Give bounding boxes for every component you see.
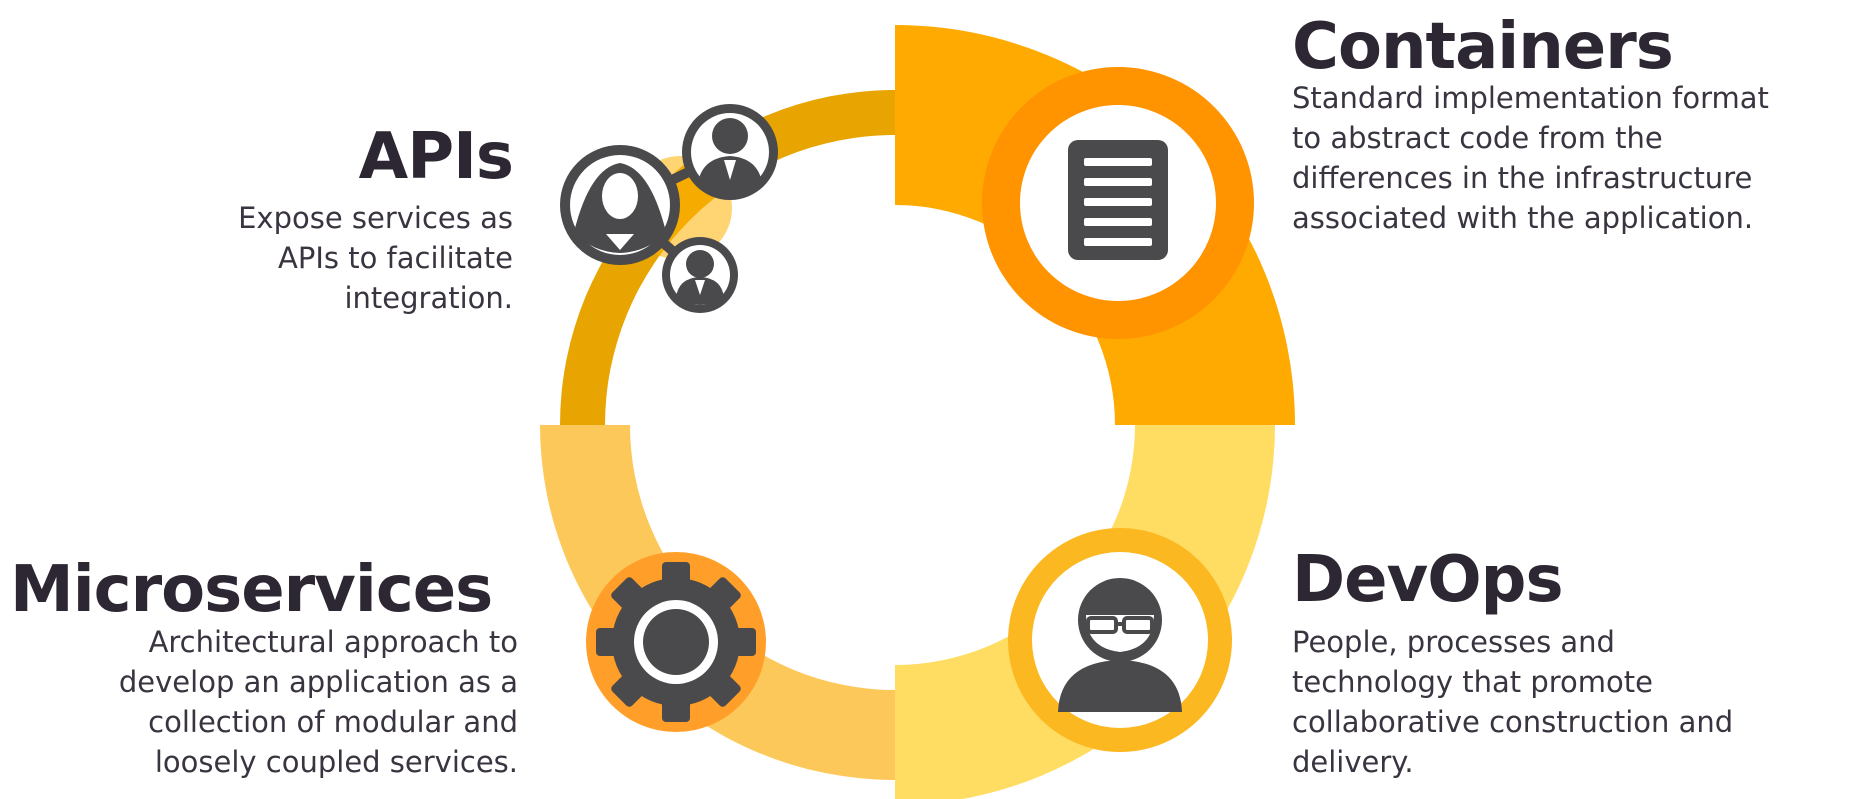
developer-icon	[1058, 578, 1182, 712]
containers-description: Standard implementation format to abstra…	[1292, 81, 1769, 235]
document-icon	[1068, 140, 1168, 260]
ring-segment-microservices	[540, 425, 895, 780]
microservices-description: Architectural approach to develop an app…	[118, 625, 518, 779]
apis-title: APIs	[358, 120, 514, 194]
devops-title: DevOps	[1292, 543, 1564, 617]
people-network-icon	[560, 104, 778, 313]
devops-description: People, processes and technology that pr…	[1292, 625, 1734, 779]
gear-icon	[596, 562, 756, 722]
microservices-title: Microservices	[10, 553, 493, 627]
apis-description: Expose services as APIs to facilitate in…	[238, 201, 513, 315]
containers-title: Containers	[1292, 10, 1674, 84]
